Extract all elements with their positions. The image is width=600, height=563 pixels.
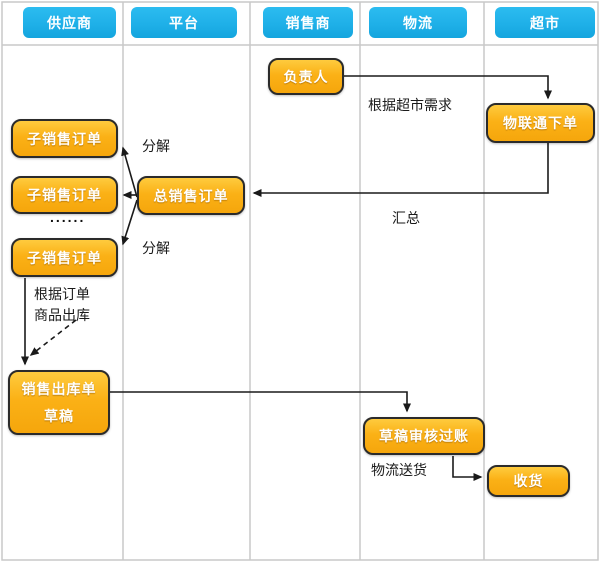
node-total-sales-order: 总销售订单 — [137, 176, 245, 215]
node-label: 草稿审核过账 — [379, 428, 469, 444]
node-draft-audit-posting: 草稿审核过账 — [363, 417, 485, 455]
node-label: 物联通下单 — [503, 115, 578, 131]
lane-header-supplier: 供应商 — [23, 7, 116, 38]
dashed-note-to-outbound-draft — [29, 319, 77, 356]
node-label: 子销售订单 — [27, 187, 102, 203]
label-ellipsis: ...... — [50, 209, 86, 225]
node-label: 收货 — [513, 473, 544, 489]
node-label: 子销售订单 — [27, 130, 102, 147]
lane-header-seller: 销售商 — [263, 7, 353, 38]
node-receive-goods: 收货 — [487, 465, 570, 497]
node-sub-sales-order-2: 子销售订单 — [11, 176, 118, 214]
arrow-outbound-draft-to-audit — [110, 391, 411, 413]
arrow-total-to-sub3 — [121, 199, 138, 246]
label-per-supermarket-demand: 根据超市需求 — [368, 97, 452, 113]
label-logistics-delivery: 物流送货 — [371, 462, 427, 478]
lane-header-logistics: 物流 — [369, 7, 467, 38]
label-summarize: 汇总 — [392, 210, 420, 226]
node-label: 子销售订单 — [27, 249, 102, 266]
node-sales-outbound-draft: 销售出库单 草稿 — [8, 370, 110, 435]
label-decompose-top: 分解 — [142, 138, 170, 154]
arrow-total-to-sub1 — [121, 146, 138, 198]
node-label-line2: 草稿 — [44, 408, 74, 424]
label-decompose-bottom: 分解 — [142, 240, 170, 256]
node-sub-sales-order-1: 子销售订单 — [11, 119, 118, 158]
label-goods-outbound: 商品出库 — [34, 307, 90, 323]
node-label-line1: 销售出库单 — [21, 381, 97, 397]
lane-header-platform: 平台 — [131, 7, 237, 38]
arrow-audit-to-receive — [452, 456, 483, 481]
label-per-order: 根据订单 — [34, 286, 90, 302]
arrow-person-to-wlt-order — [344, 75, 552, 100]
lane-header-supermarket: 超市 — [495, 7, 595, 38]
arrow-wlt-order-to-total-order — [252, 143, 549, 197]
node-label: 总销售订单 — [153, 187, 229, 204]
node-wlt-order: 物联通下单 — [486, 103, 595, 143]
node-label: 负责人 — [283, 68, 329, 85]
node-sub-sales-order-3: 子销售订单 — [11, 238, 118, 277]
node-responsible-person: 负责人 — [268, 58, 344, 95]
